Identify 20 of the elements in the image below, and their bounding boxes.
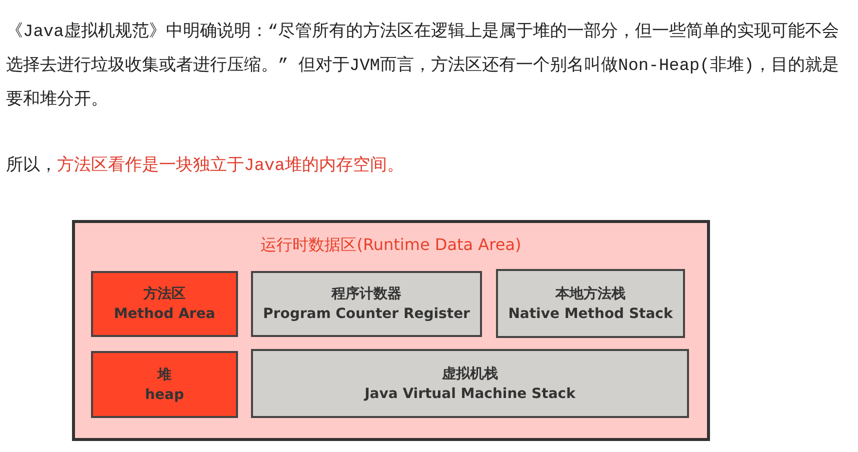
memory-box xyxy=(251,271,482,337)
box-subtitle: heap xyxy=(145,386,184,404)
memory-box xyxy=(251,349,689,418)
box-heading: 程序计数器 xyxy=(332,284,402,304)
box-subtitle: Program Counter Register xyxy=(263,305,470,324)
area-title: 运行时数据区(Runtime Data Area) xyxy=(260,235,522,255)
box-heading: 方法区 xyxy=(144,284,186,304)
box-heading: 堆 xyxy=(158,366,172,384)
box-heading: 虚拟机栈 xyxy=(442,364,498,384)
paragraph: 《Java虚拟机规范》中明确说明：“尽管所有的方法区在逻辑上是属于堆的一部分，但一些简单的实现可能不会选择去进行垃圾收集或者进行压缩。” 但对于JVM而言，方法区还有一个别名叫做Non-Heap(非堆)，目的就是要和堆分开。 xyxy=(6,20,840,112)
box-subtitle: Native Method Stack xyxy=(508,304,673,324)
memory-box xyxy=(91,351,238,418)
runtime-area-box xyxy=(72,220,710,441)
highlighted-sentence: 方法区看作是一块独立于Java堆的内存空间。 xyxy=(57,154,404,178)
memory-box xyxy=(91,271,238,337)
memory-box xyxy=(496,269,685,338)
box-subtitle: Method Area xyxy=(114,305,216,324)
box-subtitle: Java Virtual Machine Stack xyxy=(364,384,576,404)
paragraph-start: 所以， xyxy=(6,155,57,178)
box-heading: 本地方法栈 xyxy=(556,284,626,304)
